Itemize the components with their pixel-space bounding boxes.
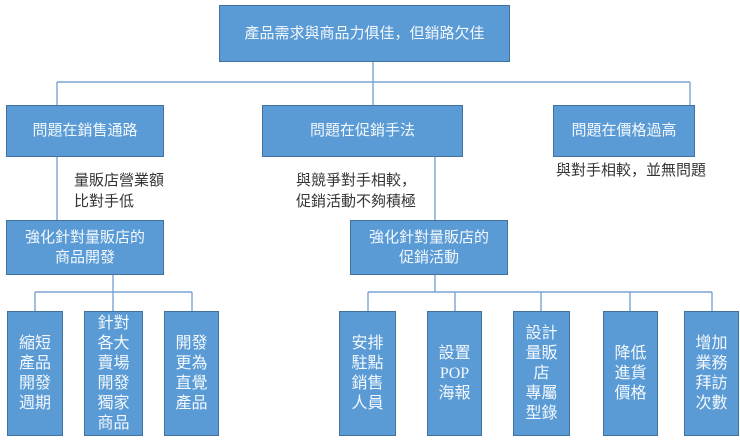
node-measure-store-catalog: 設計 量販 店 專屬 型錄: [513, 311, 570, 436]
node-measure-intuitive-products: 開發 更為 直覺 產品: [164, 311, 219, 436]
note-promotion: 與競爭對手相較， 促銷活動不夠積極: [296, 173, 417, 210]
note-sales-channel: 量販店營業額 比對手低: [74, 173, 165, 210]
node-problem-price: 問題在價格過高: [553, 105, 695, 157]
node-measure-more-sales-visits: 增加 業務 拜訪 次數: [684, 311, 739, 436]
node-root-problem: 產品需求與商品力俱佳，但銷路欠佳: [219, 5, 510, 62]
node-action-promotion: 強化針對量販店的 促銷活動: [350, 220, 508, 275]
note-price: 與對手相較，並無問題: [556, 163, 707, 179]
node-measure-shorten-dev-cycle: 縮短 產品 開發 週期: [7, 311, 63, 436]
node-problem-sales-channel: 問題在銷售通路: [6, 105, 164, 157]
node-measure-onsite-sales-staff: 安排 駐點 銷售 人員: [339, 311, 396, 436]
node-problem-promotion: 問題在促銷手法: [262, 105, 463, 157]
node-measure-lower-purchase-price: 降低 進貨 價格: [603, 311, 658, 436]
node-measure-pop-posters: 設置 POP 海報: [427, 311, 482, 436]
node-action-product-development: 強化針對量販店的 商品開發: [6, 220, 164, 275]
node-measure-exclusive-products: 針對 各大 賣場 開發 獨家 商品: [84, 311, 143, 436]
